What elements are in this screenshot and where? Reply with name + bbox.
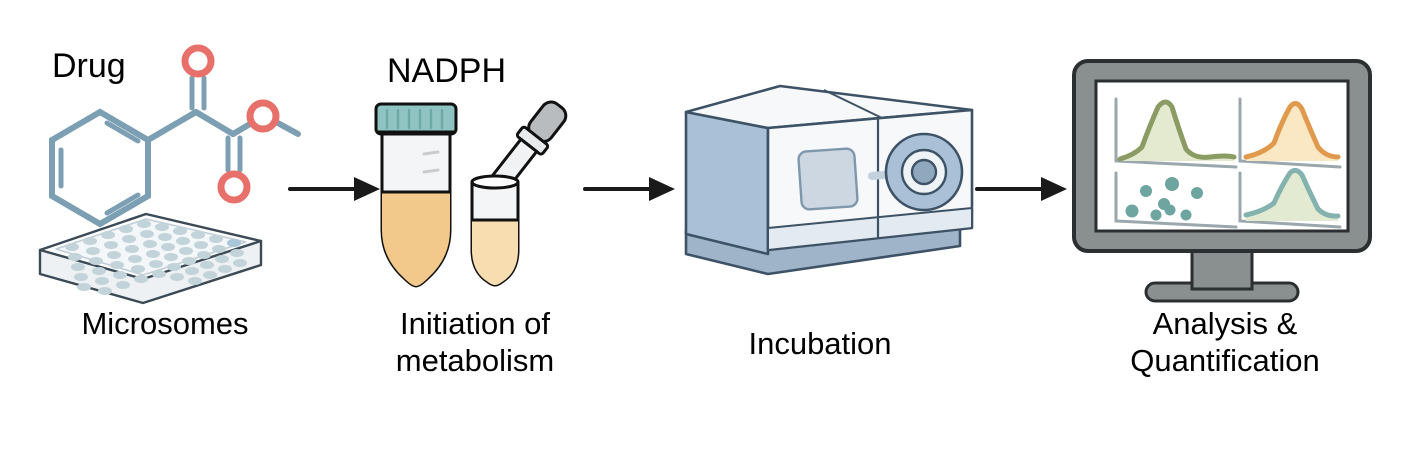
panel-4-axes bbox=[1238, 171, 1342, 229]
conical-tube bbox=[374, 102, 458, 288]
molecule-structure bbox=[49, 75, 301, 228]
stage-3-label: Incubation bbox=[748, 326, 892, 361]
dial-inner-knob bbox=[910, 158, 938, 186]
machine-front-trim bbox=[767, 207, 973, 251]
small-tube bbox=[470, 174, 520, 287]
oxygen-ester-bridge-icon bbox=[246, 99, 280, 133]
stage-2-label: Initiation of metabolism bbox=[395, 306, 555, 378]
ester-double-bond bbox=[225, 135, 243, 173]
stage-1-inline-label: Drug bbox=[52, 47, 126, 85]
stage-2-artwork bbox=[370, 100, 570, 300]
microplate-96-well bbox=[38, 212, 263, 305]
machine-side-panel bbox=[684, 110, 770, 256]
stage-3-artwork bbox=[672, 78, 974, 283]
panel-3-axes bbox=[1114, 171, 1238, 229]
chart-panel-3 bbox=[1114, 171, 1238, 229]
panel-2-curve bbox=[1243, 101, 1341, 160]
stage-4-artwork bbox=[1068, 55, 1380, 305]
plate-wells bbox=[65, 220, 247, 295]
oxygen-ester-carbonyl-icon bbox=[217, 170, 251, 204]
panel-2-area bbox=[1246, 103, 1338, 161]
bond-ester-to-oxygen bbox=[230, 121, 253, 137]
monitor-display bbox=[1072, 59, 1372, 303]
panel-2-axes bbox=[1238, 97, 1342, 169]
panel-3-points bbox=[1125, 177, 1203, 221]
ketone-double-bond bbox=[189, 75, 207, 111]
stage-2-inline-label: NADPH bbox=[387, 52, 507, 90]
benzene-ring bbox=[49, 108, 151, 228]
panel-4-curve bbox=[1243, 167, 1341, 219]
small-tube-rim bbox=[470, 174, 520, 190]
arrow-2 bbox=[583, 172, 679, 206]
machine-display-window bbox=[797, 147, 859, 211]
bond-ring-to-carbonyl bbox=[145, 109, 199, 143]
machine-dial bbox=[868, 132, 964, 212]
tube-graduations bbox=[422, 150, 440, 174]
bond-carbonyl-to-ester bbox=[193, 109, 236, 137]
monitor-stand-neck bbox=[1190, 245, 1254, 291]
panel-1-curve bbox=[1117, 99, 1237, 162]
tube-cap-ribs bbox=[385, 108, 444, 130]
small-tube-liquid bbox=[472, 220, 518, 285]
panel-1-axes bbox=[1114, 97, 1238, 169]
incubator-machine bbox=[684, 84, 974, 276]
chart-panel-4 bbox=[1238, 167, 1342, 229]
panel-1-area bbox=[1120, 102, 1234, 161]
arrow-1 bbox=[288, 172, 384, 206]
tube-liquid bbox=[382, 192, 450, 286]
stage-1-label: Microsomes bbox=[81, 306, 249, 341]
tube-cap bbox=[374, 102, 458, 136]
stage-4-label: Analysis & Quantification bbox=[1130, 306, 1320, 378]
bond-oxygen-to-methyl bbox=[273, 119, 301, 137]
oxygen-ketone-icon bbox=[181, 44, 215, 78]
stage-1-artwork bbox=[28, 28, 301, 305]
machine-top-seam bbox=[823, 89, 883, 119]
arrow-3 bbox=[975, 172, 1071, 206]
oxygen-atoms bbox=[181, 44, 280, 204]
chart-panel-1 bbox=[1114, 97, 1238, 169]
chart-panel-2 bbox=[1238, 97, 1342, 169]
